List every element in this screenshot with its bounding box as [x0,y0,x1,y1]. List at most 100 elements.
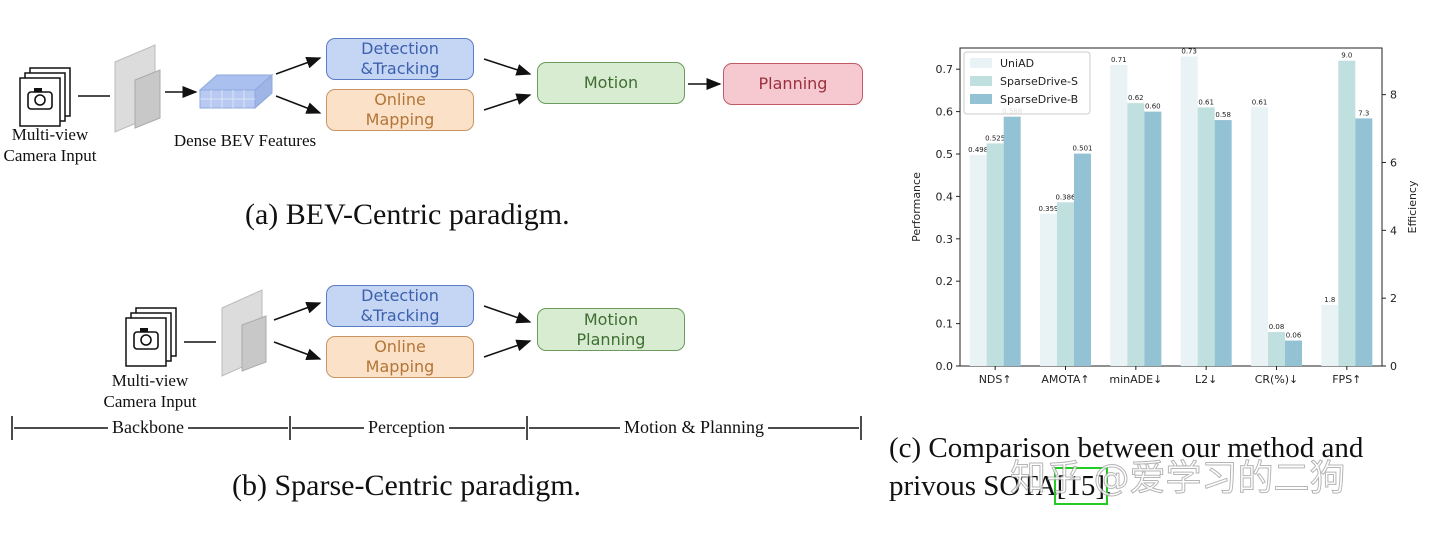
legend-box [963,51,1091,115]
backbone-block [114,44,161,133]
detection-a-line1: Detection [361,39,439,58]
input-label-a-line2: Camera Input [3,146,97,165]
bar-value-label: 0.386 [1055,193,1076,201]
bar [1127,103,1145,367]
caption-a: (a) BEV-Centric paradigm. [245,198,570,231]
bar [1040,213,1057,366]
legend-label: SparseDrive-S [1000,75,1078,88]
y-tick-label: 0.2 [936,275,954,288]
detection-box-b: Detection&Tracking [326,285,474,327]
figure-a-graphics [19,44,722,133]
bar [969,154,987,366]
bar-value-label: 0.62 [1128,94,1144,102]
caption-b: (b) Sparse-Centric paradigm. [232,469,582,502]
motion-b-line1: Motion [583,309,639,329]
legend-label: UniAD [1000,57,1034,70]
bar [1338,60,1356,366]
x-tick-label: minADE↓ [1109,373,1162,386]
y-right-tick-label: 2 [1390,292,1397,305]
bar-value-label: 0.73 [1181,47,1197,55]
bar [1197,107,1215,367]
y-tick-label: 0.6 [936,106,954,119]
bar [1144,111,1162,366]
bar-value-label: 7.3 [1358,109,1369,117]
caption-c-line1: (c) Comparison between our method and [889,432,1364,464]
bar-value-label: 0.06 [1286,332,1302,340]
camera-icon [125,307,177,367]
bar-value-label: 0.61 [1252,98,1268,106]
motion-b-line2: Planning [576,329,646,349]
x-tick-label: NDS↑ [979,373,1012,386]
bar [1321,304,1339,366]
x-tick-label: FPS↑ [1332,373,1361,386]
legend-swatch [970,76,992,86]
detection-box-a: Detection&Tracking [326,38,474,80]
backbone-block [221,289,267,377]
mapping-b-line1: Online [374,337,426,356]
y-right-tick-label: 0 [1390,360,1397,373]
mapping-b-line2: Mapping [365,357,435,376]
input-label-a-line1: Multi-view [11,125,89,144]
y-tick-label: 0.5 [936,148,954,161]
bar-value-label: 0.501 [1072,145,1092,153]
bar-value-label: 0.498 [968,146,988,154]
detection-a-line2: &Tracking [360,59,440,78]
bar [1074,153,1091,366]
bar [1355,118,1373,366]
mapping-a-line1: Online [374,90,426,109]
bar-value-label: 0.08 [1269,323,1285,331]
bar [1251,107,1268,367]
input-label-b: Multi-view Camera Input [100,370,200,412]
bar-value-label: 0.525 [985,134,1005,142]
bar [1268,332,1285,366]
bar-value-label: 0.71 [1111,56,1127,64]
bar [1003,116,1021,366]
x-tick-label: L2↓ [1195,373,1217,386]
bev-features-grid [198,73,274,110]
legend-label: SparseDrive-B [1000,93,1078,106]
y-tick-label: 0.3 [936,233,954,246]
y-tick-label: 0.0 [936,360,954,373]
bar [1285,340,1302,366]
camera-icon [19,67,71,127]
caption-c-period: . [1104,470,1113,502]
y-right-tick-label: 4 [1390,224,1397,237]
x-tick-label: AMOTA↑ [1041,373,1089,386]
plot-frame [959,47,1383,367]
legend-swatch [970,58,992,68]
mapping-a-line2: Mapping [365,110,435,129]
bar-value-label: 0.58 [1215,111,1231,119]
bar [1057,202,1074,366]
y-tick-label: 0.7 [936,63,954,76]
stage-backbone-label: Backbone [108,417,188,438]
citation-link[interactable]: [15] [1053,467,1109,505]
legend-swatch [970,94,992,104]
bev-label: Dense BEV Features [173,131,317,150]
caption-c-line2: privous SOTA[15]. [889,467,1113,505]
input-label-b-line1: Multi-view [111,371,189,390]
y-right-tick-label: 6 [1390,156,1397,169]
y-right-tick-label: 8 [1390,89,1397,102]
bar-value-label: 0.359 [1038,205,1058,213]
bar [1214,120,1232,366]
stage-perception-label: Perception [364,417,449,438]
bar-value-label: 0.61 [1198,98,1214,106]
y-right-axis-label: Efficiency [1406,180,1419,233]
input-label-b-line2: Camera Input [103,392,197,411]
y-tick-label: 0.1 [936,318,954,331]
y-axis-label: Performance [910,172,923,242]
bar [1180,56,1198,366]
bar-value-label: 9.0 [1341,52,1352,60]
stage-motion-planning-label: Motion & Planning [620,417,769,438]
detection-b-line2: &Tracking [360,306,440,325]
y-tick-label: 0.4 [936,190,954,203]
detection-b-line1: Detection [361,286,439,305]
planning-box-a: Planning [723,63,863,105]
input-label-a: Multi-view Camera Input [0,124,100,166]
x-tick-label: CR(%)↓ [1255,373,1299,386]
bar-value-label: 1.8 [1324,296,1335,304]
bar-value-label: 0.60 [1145,103,1161,111]
watermark: 知乎 @爱学习的二狗 [1009,458,1346,500]
